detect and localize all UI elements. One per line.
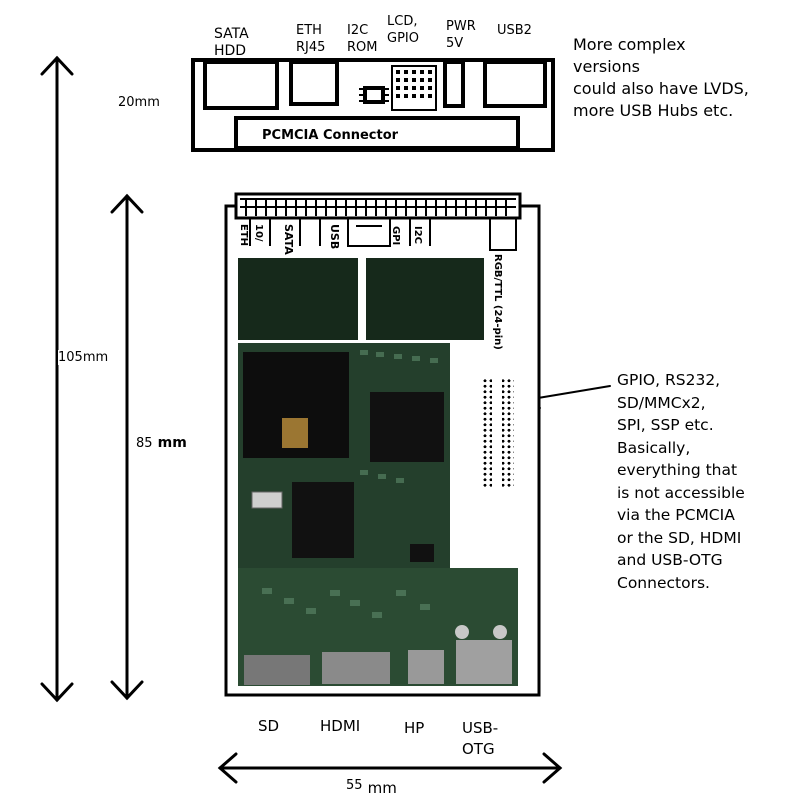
small-ic (410, 544, 434, 562)
pcmcia-connector (234, 116, 520, 150)
width-value: 55 (346, 778, 363, 793)
inner-height-unit: mm (157, 435, 187, 451)
eth-connector (289, 60, 339, 106)
pin-label-gpi: GPI (390, 226, 401, 246)
inner-height-value: 85 (136, 436, 153, 451)
usb-otg-photo (456, 640, 512, 684)
arrow-105mm (40, 55, 74, 703)
usb2-connector (483, 60, 547, 108)
i2c-rom-chip (359, 86, 389, 104)
crystal (251, 491, 283, 509)
arrow-55mm (217, 752, 563, 784)
pwr-connector (443, 60, 465, 108)
inner-height-label: 85 mm (136, 432, 187, 451)
pcb-ram-chip-left (238, 258, 358, 340)
gpio-dot-gap (492, 378, 502, 488)
label-usb-otg: USB- OTG (462, 719, 499, 758)
lcd-gpio-pins (396, 70, 432, 98)
header-pin-dividers (249, 218, 517, 251)
label-hp: HP (404, 719, 425, 737)
top-board-drawing (191, 58, 555, 152)
arrow-85mm (110, 193, 144, 701)
pcb-ram-chip-right (366, 258, 484, 340)
gpio-note: GPIO, RS232, SD/MMCx2, SPI, SSP etc. Bas… (617, 371, 745, 592)
label-sd: SD (258, 717, 280, 735)
top-height-label: 20mm (118, 95, 160, 110)
pin-label-10: 10/ (253, 224, 264, 242)
width-label: 55 mm (346, 778, 397, 797)
main-board-diagram: ETH 10/ SATA USB GPI I2C RGB/TTL (24-pin… (224, 192, 745, 758)
pcmcia-label: PCMCIA Connector (262, 128, 399, 143)
pin-label-i2c: I2C (412, 226, 423, 245)
top-header-strip (234, 192, 522, 220)
sata-connector (203, 60, 279, 110)
hp-jack-photo (408, 650, 444, 684)
hdmi-port-photo (322, 652, 390, 684)
pin-label-usb: USB (328, 224, 341, 250)
outer-height-label: 105mm (58, 350, 109, 365)
lcd-gpio-header (391, 65, 437, 111)
soc-heat-mark (282, 418, 308, 448)
main-board-drawing (224, 192, 541, 697)
complex-versions-note: More complex versions could also have LV… (573, 35, 749, 120)
label-lcd-gpio: LCD,GPIO (387, 14, 419, 46)
sd-slot-photo (244, 655, 310, 685)
ram-chip-lower (292, 482, 354, 558)
width-unit: mm (367, 779, 397, 797)
rgb-ttl-label: RGB/TTL (24-pin) (492, 254, 503, 350)
label-usb2: USB2 (497, 23, 532, 38)
label-hdmi: HDMI (320, 717, 361, 735)
pin-label-10-eth: ETH (238, 224, 249, 247)
pcb-components (262, 350, 438, 618)
ram-chip-center (370, 392, 444, 462)
mount-hole-left (455, 625, 469, 639)
pin-label-sata: SATA (282, 224, 295, 255)
mount-hole-right (493, 625, 507, 639)
